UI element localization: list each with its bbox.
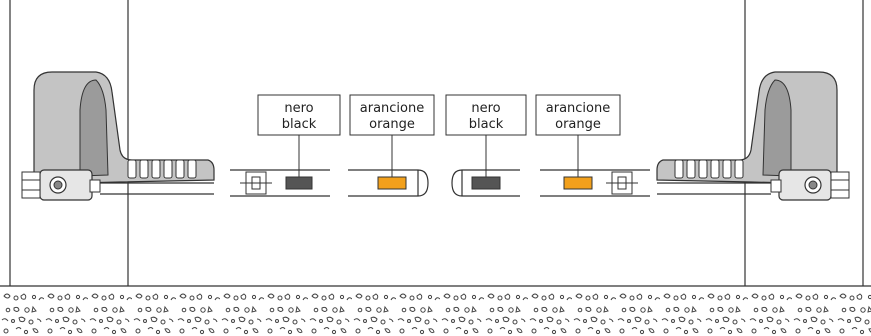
left-motor-shade-icon bbox=[79, 79, 109, 177]
label-right-black-it: nero bbox=[471, 101, 500, 116]
label-left-black-en: black bbox=[282, 117, 317, 132]
right-orange-marker bbox=[563, 176, 593, 190]
callout-right-black: nero black bbox=[445, 94, 527, 177]
callout-left-black: nero black bbox=[257, 94, 341, 177]
right-end-fitting-icon bbox=[606, 171, 638, 195]
left-motor bbox=[21, 71, 215, 201]
right-black-marker bbox=[471, 176, 501, 190]
label-left-black-it: nero bbox=[284, 101, 313, 116]
label-right-orange-en: orange bbox=[555, 117, 601, 132]
left-black-marker bbox=[285, 176, 313, 190]
label-left-orange-it: arancione bbox=[360, 101, 424, 116]
label-left-orange-en: orange bbox=[369, 117, 415, 132]
label-right-orange-it: arancione bbox=[546, 101, 610, 116]
callout-left-orange: arancione orange bbox=[349, 94, 435, 177]
gravel-ground bbox=[0, 287, 871, 336]
left-motor-housing-icon bbox=[33, 71, 215, 185]
left-end-fitting-icon bbox=[240, 171, 272, 195]
left-orange-marker bbox=[377, 176, 407, 190]
callout-right-orange: arancione orange bbox=[535, 94, 621, 177]
left-gate-leaf bbox=[230, 169, 429, 197]
right-motor bbox=[656, 71, 850, 201]
label-right-black-en: black bbox=[469, 117, 504, 132]
right-gate-leaf bbox=[451, 169, 650, 197]
